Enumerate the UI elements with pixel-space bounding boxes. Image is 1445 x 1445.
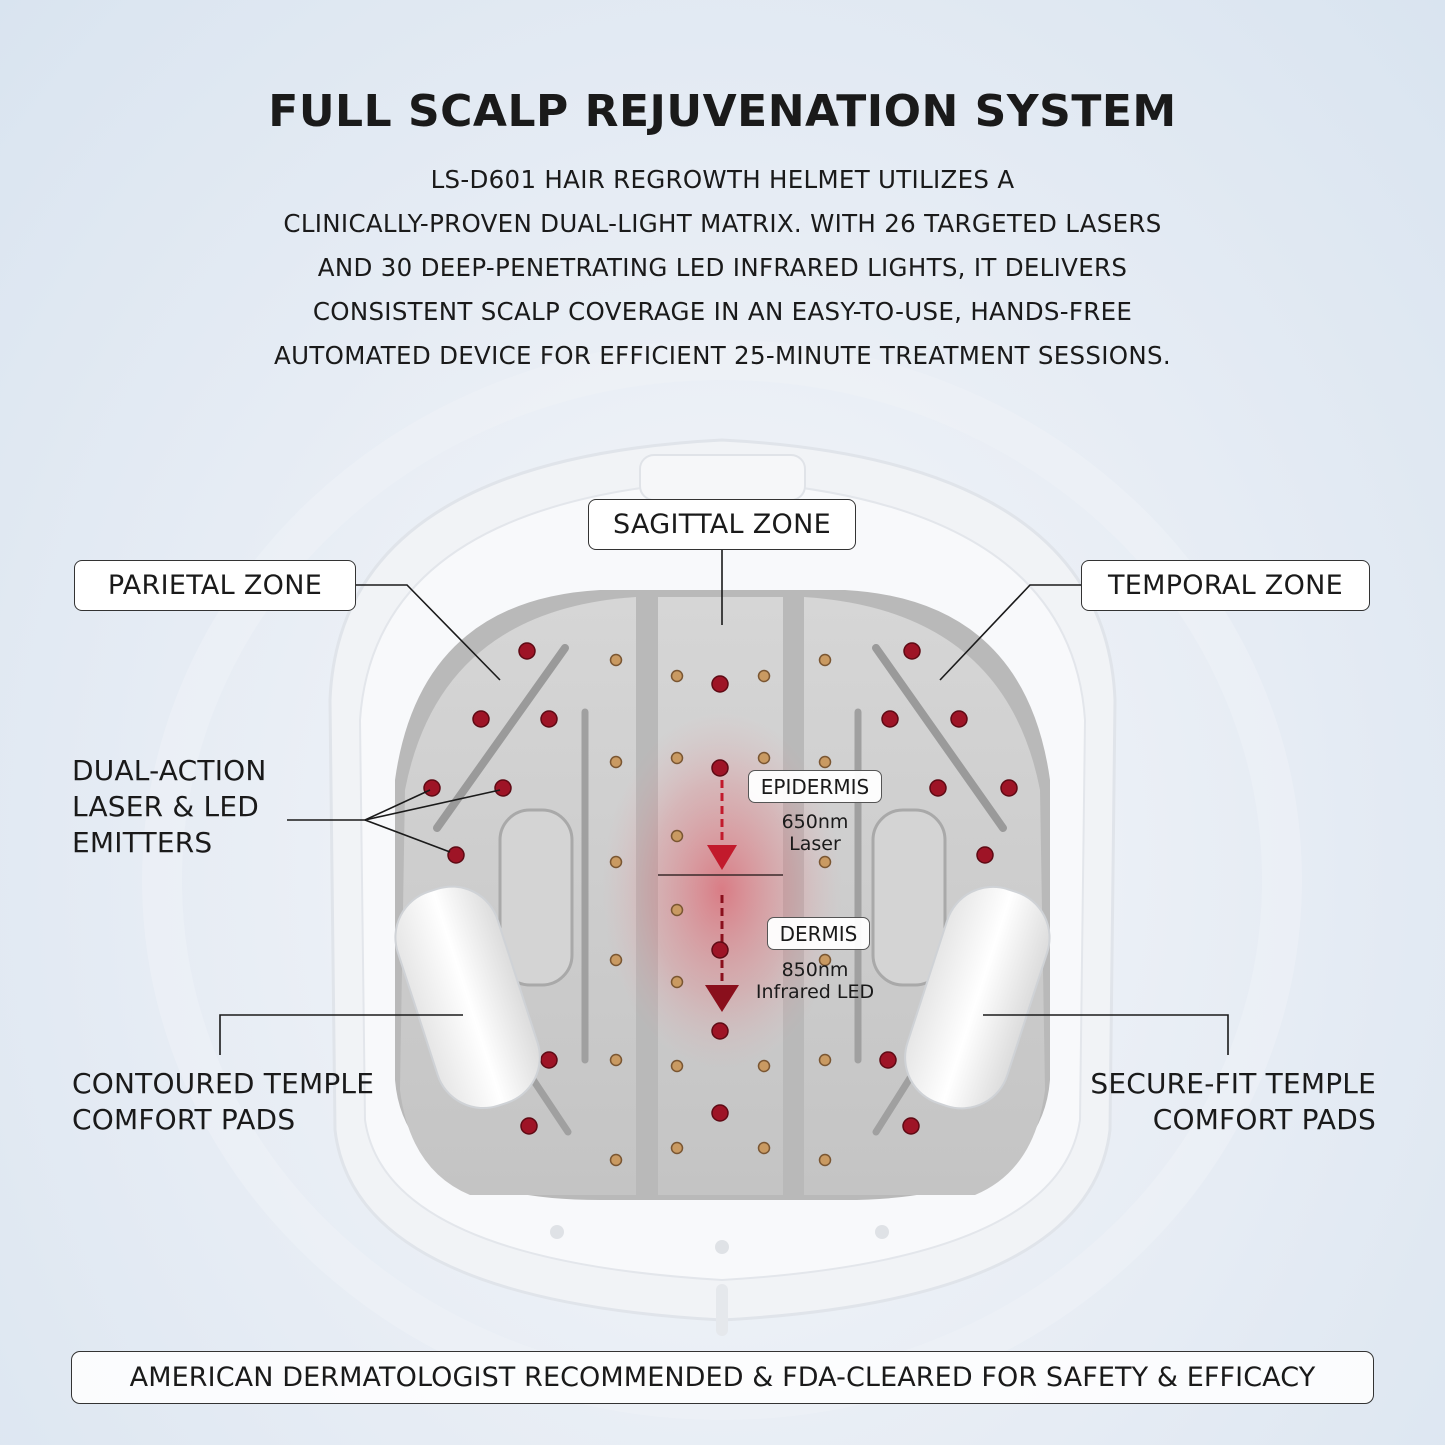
led-emitter-dot [818,855,832,869]
led-emitter-dot [757,1141,771,1155]
penetration-arrow [707,845,737,870]
emitters-leader [364,789,501,821]
red-laser-dot [540,710,558,728]
helmet-top-handle [639,454,806,501]
leader-lines [219,550,1229,1055]
led-emitter-dot [609,755,623,769]
led-emitter-dot [670,1141,684,1155]
page-title: FULL SCALP REJUVENATION SYSTEM [268,86,1177,137]
right-inner-cushion [871,808,947,987]
emitters-leader [364,819,451,853]
led-emitter-dot [670,975,684,989]
description-line: AUTOMATED DEVICE FOR EFFICIENT 25-MINUTE… [274,341,1171,370]
description-line: CLINICALLY-PROVEN DUAL-LIGHT MATRIX. WIT… [283,209,1162,238]
emitters-callout: DUAL-ACTION LASER & LED EMITTERS [72,753,267,861]
led-emitter-dot [818,953,832,967]
red-laser-dot [472,710,490,728]
red-laser-dot [950,710,968,728]
red-laser-dot [494,779,512,797]
temporal-zone-label: TEMPORAL ZONE [1081,560,1370,611]
slot [872,1071,916,1136]
red-laser-dot [540,1051,558,1069]
description-line: CONSISTENT SCALP COVERAGE IN AN EASY-TO-… [312,297,1133,326]
led-emitter-dot [757,751,771,765]
parietal-leader [356,584,501,681]
led-emitter-dot [818,653,832,667]
slot [433,644,569,832]
red-laser-dot [711,675,729,693]
parietal-zone-label: PARIETAL ZONE [74,560,356,611]
led-emitter-dot [609,653,623,667]
red-laser-dot [711,1022,729,1040]
red-laser-dot [711,1104,729,1122]
left-inner-cushion [498,808,574,987]
callout-line: SECURE-FIT TEMPLE [1090,1067,1376,1100]
epidermis-spec: 650nm Laser [765,811,865,855]
callout-line: LASER & LED [72,790,260,823]
callout-line: CONTOURED TEMPLE [72,1067,375,1100]
dermis-spec: 850nm Infrared LED [745,959,885,1003]
left-temple-pad [394,885,541,1110]
red-laser-dot [976,846,994,864]
slot [526,1071,572,1136]
vent-holes [550,1225,889,1254]
led-emitter-dot [670,829,684,843]
laser-dots [423,642,1018,1135]
led-emitter-dot [757,1059,771,1073]
description-line: LS-D601 HAIR REGROWTH HELMET UTILIZES A [430,165,1015,194]
penetration-arrow [705,985,739,1012]
red-laser-dot [447,846,465,864]
wavelength-text: 650nm [781,811,849,833]
red-laser-dot [929,779,947,797]
red-laser-dot [902,1117,920,1135]
led-emitter-dot [609,1153,623,1167]
led-emitter-dot [670,903,684,917]
led-dots [609,653,832,1167]
product-description: LS-D601 HAIR REGROWTH HELMET UTILIZES A … [180,158,1265,378]
temporal-leader [939,584,1081,681]
red-laser-dot [881,710,899,728]
source-text: Laser [789,833,841,855]
secure-leader [983,1014,1229,1055]
red-laser-dot [879,1051,897,1069]
slot [872,644,1007,832]
description-line: AND 30 DEEP-PENETRATING LED INFRARED LIG… [317,253,1128,282]
secure-pads-callout: SECURE-FIT TEMPLE COMFORT PADS [1090,1066,1376,1138]
led-emitter-dot [818,755,832,769]
source-text: Infrared LED [755,981,875,1003]
sagittal-zone-label: SAGITTAL ZONE [588,499,856,550]
led-emitter-dot [757,669,771,683]
callout-line: EMITTERS [72,826,213,859]
red-laser-dot [711,941,729,959]
led-emitter-dot [609,953,623,967]
led-emitter-dot [670,1059,684,1073]
contoured-leader [219,1014,463,1055]
wavelength-text: 850nm [781,959,849,981]
led-emitter-dot [670,669,684,683]
red-laser-dot [518,642,536,660]
right-temple-pad [904,885,1051,1110]
red-laser-dot [903,642,921,660]
led-emitter-dot [670,751,684,765]
certification-banner: AMERICAN DERMATOLOGIST RECOMMENDED & FDA… [71,1351,1374,1404]
led-emitter-dot [609,855,623,869]
red-laser-dot [520,1117,538,1135]
led-emitter-dot [818,1053,832,1067]
contoured-pads-callout: CONTOURED TEMPLE COMFORT PADS [72,1066,374,1138]
epidermis-label: EPIDERMIS [748,770,882,803]
led-emitter-dot [609,1053,623,1067]
callout-line: DUAL-ACTION [72,754,267,787]
callout-line: COMFORT PADS [1152,1103,1376,1136]
red-laser-dot [423,779,441,797]
dermis-label: DERMIS [767,917,870,950]
red-laser-dot [711,759,729,777]
callout-line: COMFORT PADS [72,1103,296,1136]
led-emitter-dot [818,1153,832,1167]
red-laser-dot [1000,779,1018,797]
